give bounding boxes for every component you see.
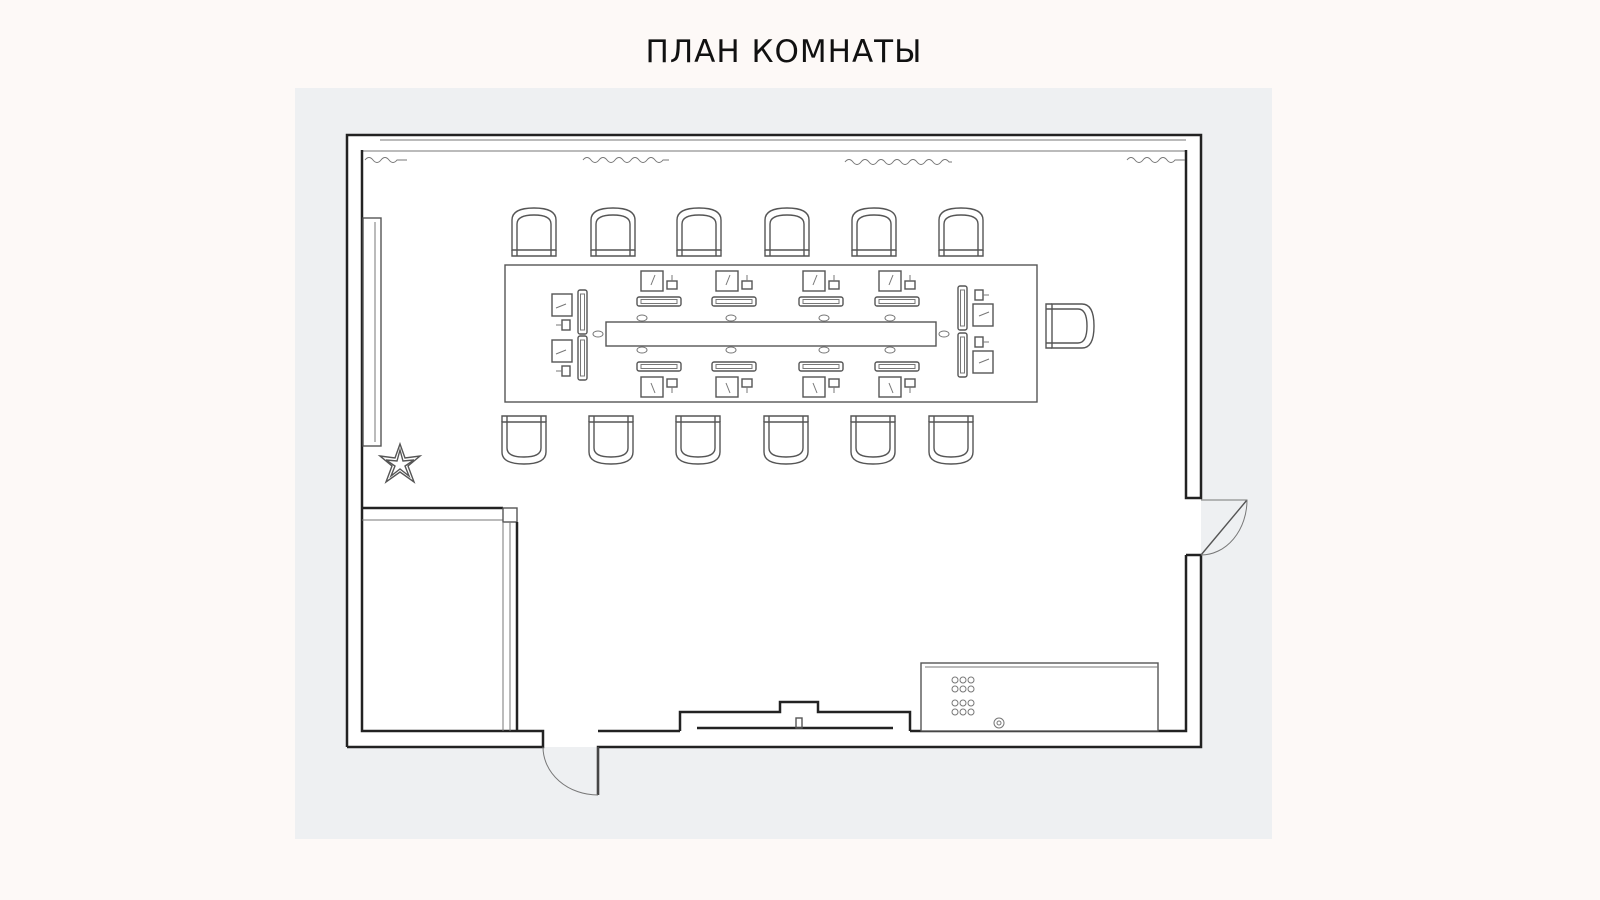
radiator-icon [364, 157, 1185, 165]
conference-table [504, 264, 1038, 403]
partition [362, 506, 519, 731]
door-icon [542, 499, 1248, 796]
whiteboard-icon [362, 217, 382, 447]
cabinet-icon [920, 662, 1159, 732]
floor-plan [345, 133, 1248, 796]
page-title: ПЛАН КОМНАТЫ [645, 34, 923, 70]
